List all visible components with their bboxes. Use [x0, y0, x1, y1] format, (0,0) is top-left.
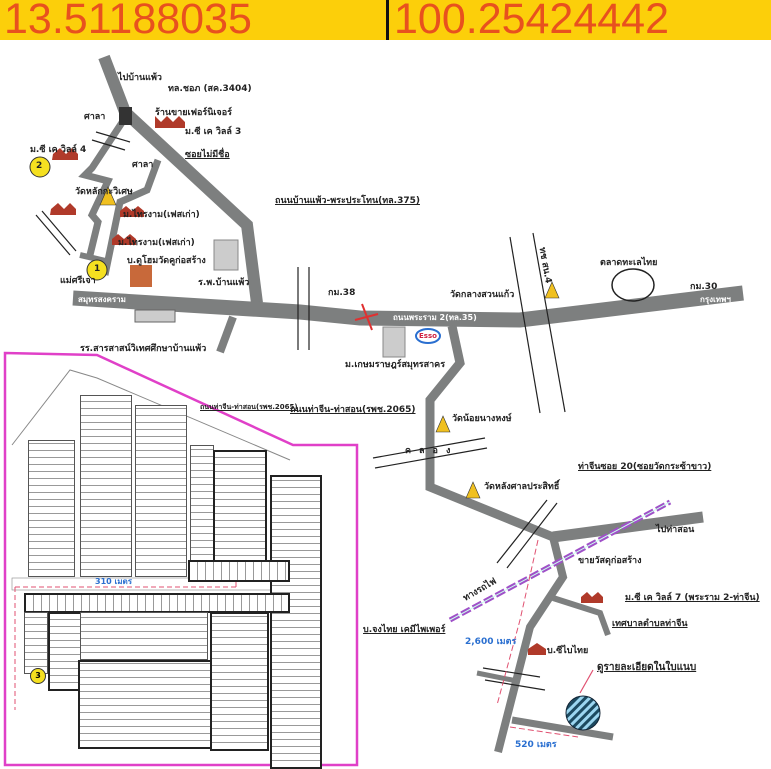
label-road-375: ถนนบ้านแพ้ว-พระประโทน(ทล.375) — [275, 196, 420, 206]
distance-line-2600 — [496, 539, 539, 706]
market-circle — [611, 268, 655, 302]
minor-roads — [35, 131, 566, 691]
label-temple-noi: วัดน้อยนางหงษ์ — [452, 414, 512, 424]
label-temple-north: วัดหลักกะวิเศษ — [75, 187, 133, 197]
marker-2-label: 2 — [36, 161, 43, 171]
attachment-arrow — [579, 669, 594, 694]
label-bangkok: กรุงเทพฯ — [700, 295, 731, 304]
label-ck-ville-4: ม.ซี เค วิลล์ 4 — [30, 145, 87, 155]
road-branch-mid — [101, 158, 162, 276]
label-dist-2600: 2,600 เมตร — [465, 637, 517, 647]
esso-logo — [415, 328, 441, 344]
label-rama2: ถนนพระราม 2(ทล.35) — [393, 313, 477, 322]
subdivision-plan-inset: 310 เมตร ถนนท่าจีน-ท่าสอน(รพช.2065) 3 — [0, 350, 360, 769]
marker-3: 3 — [30, 668, 46, 684]
road-south-west — [216, 315, 237, 354]
road-soi20 — [494, 536, 568, 753]
road-banphaeo — [98, 54, 263, 304]
label-temple-lang: วัดหลังศาลประสิทธิ์ — [484, 482, 560, 492]
label-sibai-thai: บ.ซีไบไทย — [547, 646, 589, 656]
road-branch-west — [78, 116, 128, 256]
label-hospital: ร.พ.บ้านแพ้ว — [198, 278, 250, 288]
school-icon — [134, 309, 176, 323]
temple-icons — [99, 186, 560, 499]
label-to-thason: ไปท่าสอน — [656, 525, 695, 535]
road-ck7 — [552, 595, 611, 637]
label-do-home: บ.ดูโฮมวัดคูก่อสร้าง — [127, 256, 206, 266]
label-see-attachment: ดูรายละเอียดในใบแนบ — [597, 662, 697, 673]
label-to-banphaeo: ไปบ้านแพ้ว — [118, 73, 162, 83]
label-chong-thai: บ.จงไทย เคมีไพเพอร์ — [363, 625, 446, 635]
site-location-marker — [565, 695, 601, 731]
label-road-3404: ทล.ชอภ (สค.3404) — [168, 84, 252, 94]
label-ck-ville-7: ม.ซี เค วิลล์ 7 (พระราม 2-ท่าจีน) — [625, 593, 760, 603]
traffic-light-icon — [119, 107, 132, 125]
label-school: รร.สารสาสน์วิเทศศึกษาบ้านแพ้ว — [80, 344, 207, 354]
label-km38: กม.38 — [328, 288, 356, 298]
label-km30: กม.30 — [690, 282, 718, 292]
label-construction-shop: ขายวัสดุก่อสร้าง — [578, 556, 642, 566]
route-map — [29, 54, 744, 753]
longitude-text: 100.25424442 — [394, 0, 670, 43]
label-university: ม.เกษมราษฎร์สมุทรสาคร — [345, 360, 446, 370]
label-unnamed-soi: ซอยไม่มีชื่อ — [185, 150, 230, 160]
label-mae-si: แม่ศรีเจา — [60, 276, 96, 286]
label-samut-songkhram: สมุทรสงคราม — [78, 295, 126, 304]
label-market: ตลาดทะเลไทย — [600, 258, 658, 268]
coordinates-banner: 13.51188035 100.25424442 — [0, 0, 771, 43]
road-2065 — [425, 325, 555, 542]
label-municipality: เทศบาลตำบลท่าจีน — [612, 619, 688, 629]
crossing-mark — [354, 303, 379, 331]
university-building-icon — [382, 326, 406, 358]
esso-text: Esso — [419, 332, 437, 340]
label-soi20: ท่าจีนซอย 20(ซอยวัดกระซ้าขาว) — [578, 462, 712, 472]
label-sala-2: ศาลา — [132, 160, 154, 170]
marker-1-circle — [86, 259, 108, 281]
hospital-icon — [213, 239, 239, 271]
label-sai-ngam-2: ม.ไทรงาม(เฟสเก่า) — [118, 238, 195, 248]
label-sala-1: ศาลา — [84, 112, 106, 122]
condo-icon — [130, 265, 152, 287]
inset-road-label: ถนนท่าจีน-ท่าสอน(รพช.2065) — [200, 403, 298, 411]
road-sw — [79, 252, 111, 265]
marker-2-circle — [29, 156, 51, 178]
distance-line-520 — [509, 726, 579, 738]
road-side — [476, 670, 518, 684]
road-site — [511, 716, 614, 741]
label-canal: คลอง — [405, 446, 459, 456]
latitude-text: 13.51188035 — [4, 0, 252, 43]
label-sai-ngam-1: ม.ไทรงาม(เฟสเก่า) — [123, 210, 200, 220]
divider — [386, 0, 389, 40]
label-dist-520: 520 เมตร — [515, 740, 557, 750]
label-furniture-shop: ร้านขายเฟอร์นิเจอร์ — [155, 108, 232, 118]
house-icons — [50, 116, 603, 655]
roads — [72, 54, 744, 753]
marker-1-label: 1 — [94, 264, 101, 274]
label-temple-klang: วัดกลางสวนแก้ว — [450, 290, 515, 300]
label-road-2065: ถนนท่าจีน-ท่าสอน(รพช.2065) — [290, 405, 416, 415]
label-dist-310: 310 เมตร — [95, 577, 132, 586]
label-ck-ville-3: ม.ซี เค วิลล์ 3 — [185, 127, 242, 137]
